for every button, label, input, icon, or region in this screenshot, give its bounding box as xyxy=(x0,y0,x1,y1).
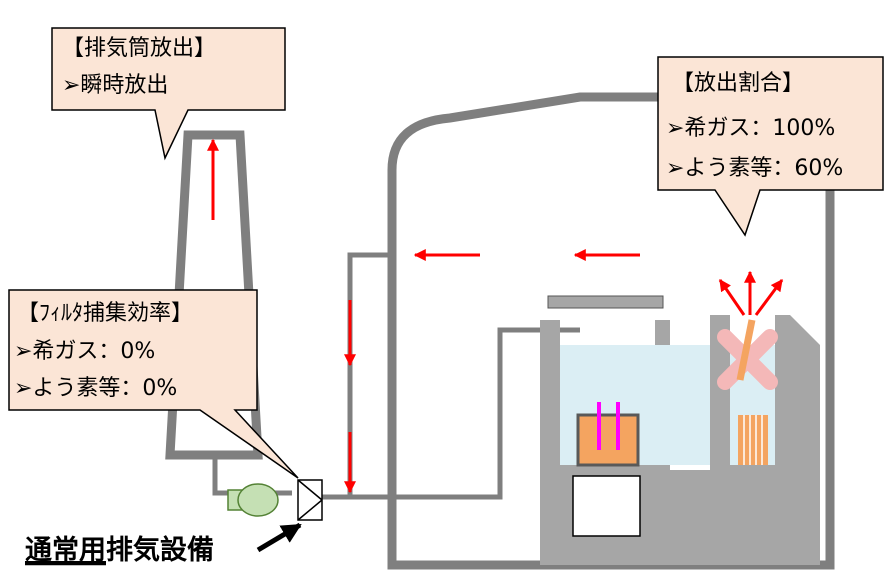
stack-callout xyxy=(51,27,286,161)
dropped-fuel-assembly xyxy=(736,319,756,381)
release-ratio-callout xyxy=(657,56,884,237)
pool-structure xyxy=(710,315,820,470)
label-pointer-arrow xyxy=(256,522,302,553)
filter-efficiency-callout xyxy=(8,289,299,479)
exhaust-fan xyxy=(227,483,279,517)
stack-callout-title: 【排気筒放出】 xyxy=(62,36,216,61)
release-arrow xyxy=(754,279,784,316)
spent-fuel xyxy=(738,415,768,465)
reactor-cover xyxy=(547,295,664,309)
lower-equipment-box xyxy=(572,475,641,537)
exhaust-duct xyxy=(312,252,392,500)
system-label-rest: 排気設備 xyxy=(106,534,214,566)
release-ratio-item: ➢希ガス：100% xyxy=(666,116,835,141)
stack-callout-item: ➢瞬時放出 xyxy=(62,73,168,98)
reactor-building-outline xyxy=(387,92,835,570)
system-label: 通常用排気設備 xyxy=(25,534,214,566)
filter-efficiency-item: ➢よう素等：0% xyxy=(14,376,177,401)
release-ratio-title: 【放出割合】 xyxy=(672,71,804,96)
reactor-well-left-wall xyxy=(540,320,560,470)
filter-efficiency-title: 【ﾌｨﾙﾀ捕集効率】 xyxy=(17,301,193,326)
reactor-core xyxy=(576,413,640,467)
filter-unit xyxy=(297,479,323,521)
filter-efficiency-item: ➢希ガス：0% xyxy=(14,339,155,364)
system-label-underlined: 通常用 xyxy=(25,535,106,566)
release-arrow xyxy=(718,279,746,316)
release-ratio-item: ➢よう素等：60% xyxy=(666,156,843,181)
